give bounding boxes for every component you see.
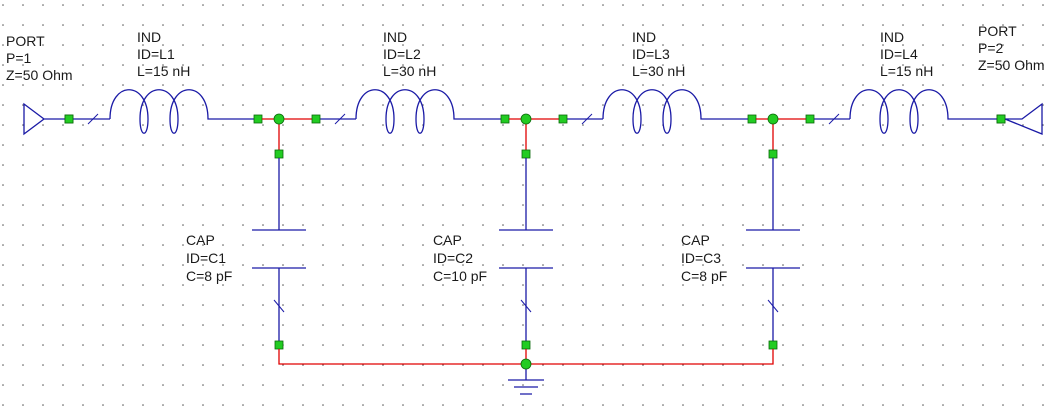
capacitor-c2-type: CAP	[433, 232, 462, 248]
port-2-type: PORT	[978, 23, 1017, 39]
capacitor-c3-type: CAP	[681, 232, 710, 248]
capacitor-c1-value: C=8 pF	[186, 268, 232, 284]
port-2-number: P=2	[978, 40, 1004, 56]
inductor-l4-type: IND	[880, 29, 904, 45]
inductor-l2-pin-1[interactable]	[311, 114, 321, 124]
inductor-l2-type: IND	[383, 29, 407, 45]
inductor-l3-value: L=30 nH	[632, 63, 685, 79]
capacitor-c2[interactable]	[499, 119, 553, 350]
capacitor-c3-pin-2[interactable]	[768, 340, 778, 350]
inductor-l3[interactable]	[558, 89, 757, 134]
capacitor-c3-value: C=8 pF	[681, 268, 727, 284]
inductor-l1-pin-1[interactable]	[64, 114, 74, 124]
junction-node-1[interactable]	[273, 113, 285, 125]
junction-node-3[interactable]	[767, 113, 779, 125]
port-2-impedance: Z=50 Ohm	[978, 57, 1045, 73]
inductor-l2-value: L=30 nH	[383, 63, 436, 79]
inductor-l1[interactable]	[64, 89, 263, 134]
port-2-pin[interactable]	[996, 114, 1006, 124]
ground-icon[interactable]	[508, 364, 544, 395]
capacitor-c3-pin-1[interactable]	[768, 149, 778, 159]
capacitor-c2-value: C=10 pF	[433, 268, 487, 284]
capacitor-c3-id: ID=C3	[681, 250, 721, 266]
port-2[interactable]	[996, 102, 1043, 135]
inductor-l3-pin-1[interactable]	[558, 114, 568, 124]
capacitor-c1-id: ID=C1	[186, 250, 226, 266]
inductor-l1-id: ID=L1	[137, 46, 175, 62]
capacitor-c2-pin-1[interactable]	[521, 149, 531, 159]
capacitor-c1-pin-1[interactable]	[274, 149, 284, 159]
junction-node-2[interactable]	[520, 113, 532, 125]
inductor-l3-type: IND	[632, 29, 656, 45]
inductor-l1-pin-2[interactable]	[253, 114, 263, 124]
inductor-l3-pin-2[interactable]	[747, 114, 757, 124]
inductor-l4-pin-1[interactable]	[805, 114, 815, 124]
port-1-number: P=1	[6, 50, 32, 66]
capacitor-c2-pin-2[interactable]	[521, 340, 531, 350]
inductor-l2[interactable]	[311, 89, 510, 134]
capacitor-c1-type: CAP	[186, 232, 215, 248]
inductor-l2-pin-2[interactable]	[500, 114, 510, 124]
inductor-l4-value: L=15 nH	[880, 63, 933, 79]
capacitor-c2-id: ID=C2	[433, 250, 473, 266]
inductor-l1-value: L=15 nH	[137, 63, 190, 79]
inductor-l1-type: IND	[137, 29, 161, 45]
inductor-l3-id: ID=L3	[632, 46, 670, 62]
junction-node-ground[interactable]	[520, 358, 532, 370]
port-1-impedance: Z=50 Ohm	[6, 67, 73, 83]
inductor-l2-id: ID=L2	[383, 46, 421, 62]
capacitor-c1-pin-2[interactable]	[274, 340, 284, 350]
port-1-type: PORT	[6, 33, 45, 49]
inductor-l4-id: ID=L4	[880, 46, 918, 62]
